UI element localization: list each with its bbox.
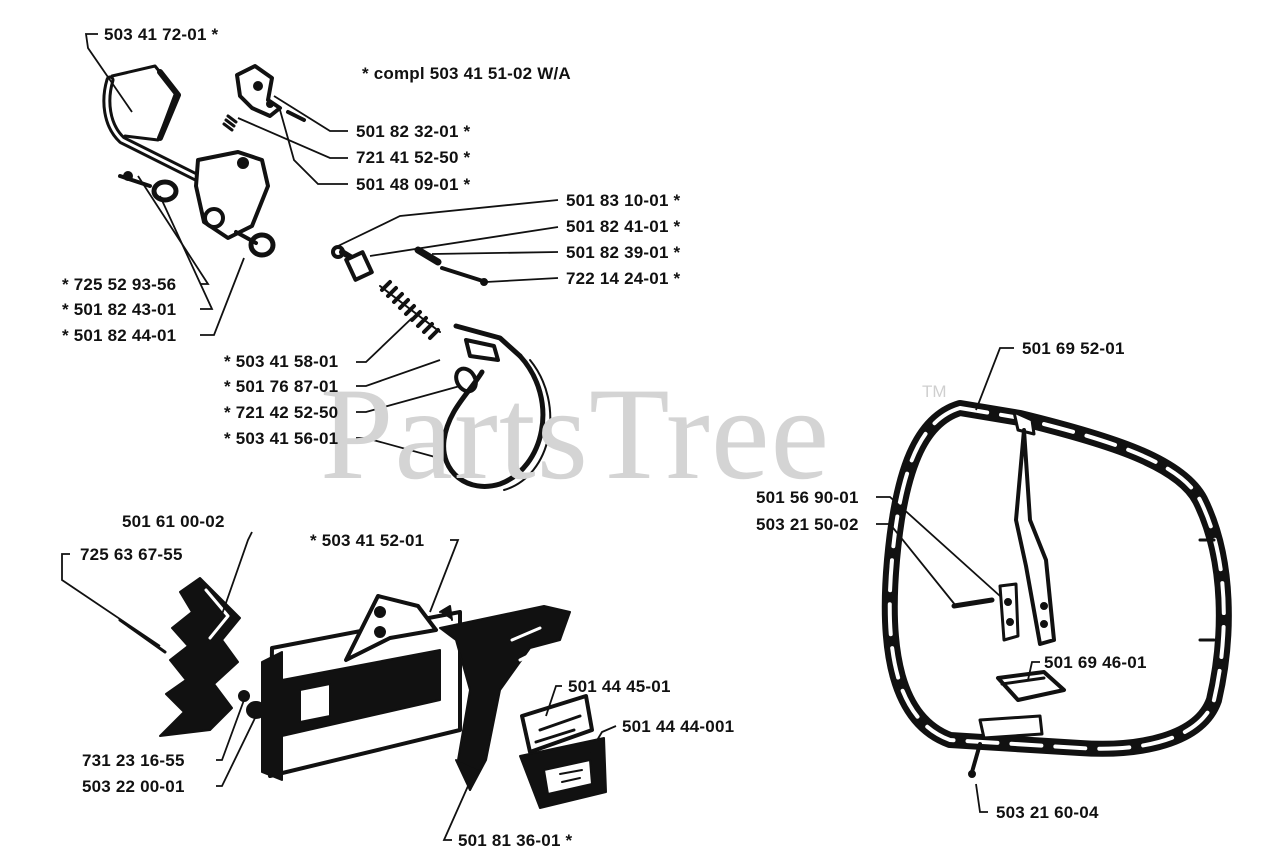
brake-spring-part [379, 280, 441, 340]
callout-501-61-00-02: 501 61 00-02 [122, 512, 225, 531]
assembly-note: * compl 503 41 51-02 W/A [362, 64, 571, 83]
partstree-watermark: PartsTree [320, 360, 831, 507]
callout-503-41-58-01: * 503 41 58-01 [224, 352, 339, 371]
callout-501-69-46-01: 501 69 46-01 [1044, 653, 1147, 672]
callout-501-76-87-01: * 501 76 87-01 [224, 377, 339, 396]
bumper-spike-part [118, 577, 266, 737]
callout-503-22-00-01: 503 22 00-01 [82, 777, 185, 796]
callout-503-41-56-01: * 503 41 56-01 [224, 429, 339, 448]
callout-721-41-52-50: 721 41 52-50 * [356, 148, 471, 167]
trademark-symbol: TM [922, 382, 947, 401]
callout-725-63-67-55: 725 63 67-55 [80, 545, 183, 564]
callout-501-44-44-001: 501 44 44-001 [622, 717, 735, 736]
callout-501-83-10-01: 501 83 10-01 * [566, 191, 681, 210]
leader-lines [61, 33, 1040, 841]
handle-bar-part [881, 400, 1232, 778]
callout-501-82-43-01: * 501 82 43-01 [62, 300, 177, 319]
chain-brake-link-part [331, 245, 488, 286]
callout-501-69-52-01: 501 69 52-01 [1022, 339, 1125, 358]
chain-catcher-plates-part [519, 694, 607, 809]
callout-725-52-93-56: * 725 52 93-56 [62, 275, 177, 294]
front-handle-guard-part [102, 64, 276, 258]
callout-722-14-24-01: 722 14 24-01 * [566, 269, 681, 288]
callout-501-56-90-01: 501 56 90-01 [756, 488, 859, 507]
callout-503-41-52-01: * 503 41 52-01 [310, 531, 425, 550]
callout-501-82-39-01: 501 82 39-01 * [566, 243, 681, 262]
brake-band-part [441, 323, 552, 491]
brake-lever-part [222, 64, 306, 132]
callout-501-82-32-01: 501 82 32-01 * [356, 122, 471, 141]
callout-503-41-72-01: 503 41 72-01 * [104, 25, 219, 44]
callout-501-81-36-01: 501 81 36-01 * [458, 831, 573, 850]
clutch-cover-part [261, 594, 571, 791]
callout-503-21-60-04: 503 21 60-04 [996, 803, 1099, 822]
callout-721-42-52-50: * 721 42 52-50 [224, 403, 339, 422]
callout-731-23-16-55: 731 23 16-55 [82, 751, 185, 770]
callout-503-21-50-02: 503 21 50-02 [756, 515, 859, 534]
callout-501-82-44-01: * 501 82 44-01 [62, 326, 177, 345]
callout-501-82-41-01: 501 82 41-01 * [566, 217, 681, 236]
callout-501-44-45-01: 501 44 45-01 [568, 677, 671, 696]
callout-501-48-09-01: 501 48 09-01 * [356, 175, 471, 194]
